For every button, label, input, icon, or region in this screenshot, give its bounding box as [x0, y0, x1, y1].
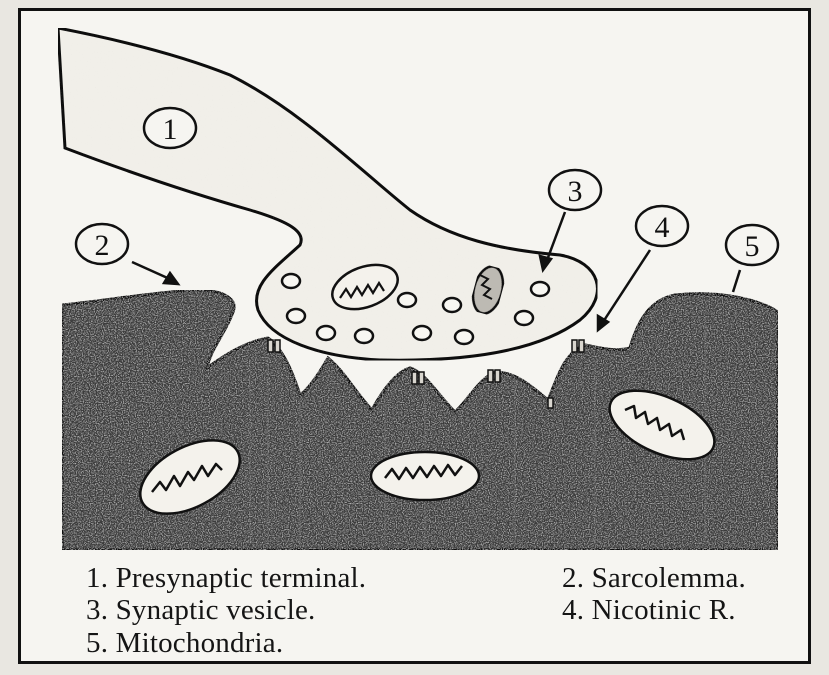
marker-2-group: 2: [76, 224, 128, 264]
marker-4-group: 4: [636, 206, 688, 246]
legend-item-3: 3. Synaptic vesicle.: [86, 594, 316, 627]
vesicle: [515, 311, 533, 325]
vesicle: [455, 330, 473, 344]
receptor: [412, 372, 417, 384]
vesicle: [282, 274, 300, 288]
legend-item-4: 4. Nicotinic R.: [562, 594, 736, 627]
mitochondrion-center: [371, 452, 479, 500]
legend-item-2: 2. Sarcolemma.: [562, 562, 746, 595]
marker-3-label: 3: [568, 175, 583, 208]
vesicle: [531, 282, 549, 296]
marker-4-label: 4: [655, 211, 670, 244]
legend-item-1: 1. Presynaptic terminal.: [86, 562, 366, 595]
marker-1-label: 1: [163, 113, 178, 146]
vesicle: [287, 309, 305, 323]
marker-5-group: 5: [726, 225, 778, 265]
marker-2-label: 2: [95, 229, 110, 262]
receptor: [572, 340, 577, 352]
vesicle: [398, 293, 416, 307]
marker-1-group: 1: [144, 108, 196, 148]
receptor: [488, 370, 493, 382]
marker-5-label: 5: [745, 230, 760, 263]
receptor: [268, 340, 273, 352]
vesicle: [413, 326, 431, 340]
vesicle: [443, 298, 461, 312]
arrow-5: [733, 270, 740, 292]
legend-item-5: 5. Mitochondria.: [86, 627, 283, 660]
receptor: [548, 398, 553, 408]
arrow-4: [603, 250, 650, 322]
vesicle: [355, 329, 373, 343]
vesicle: [317, 326, 335, 340]
marker-3-group: 3: [549, 170, 601, 210]
